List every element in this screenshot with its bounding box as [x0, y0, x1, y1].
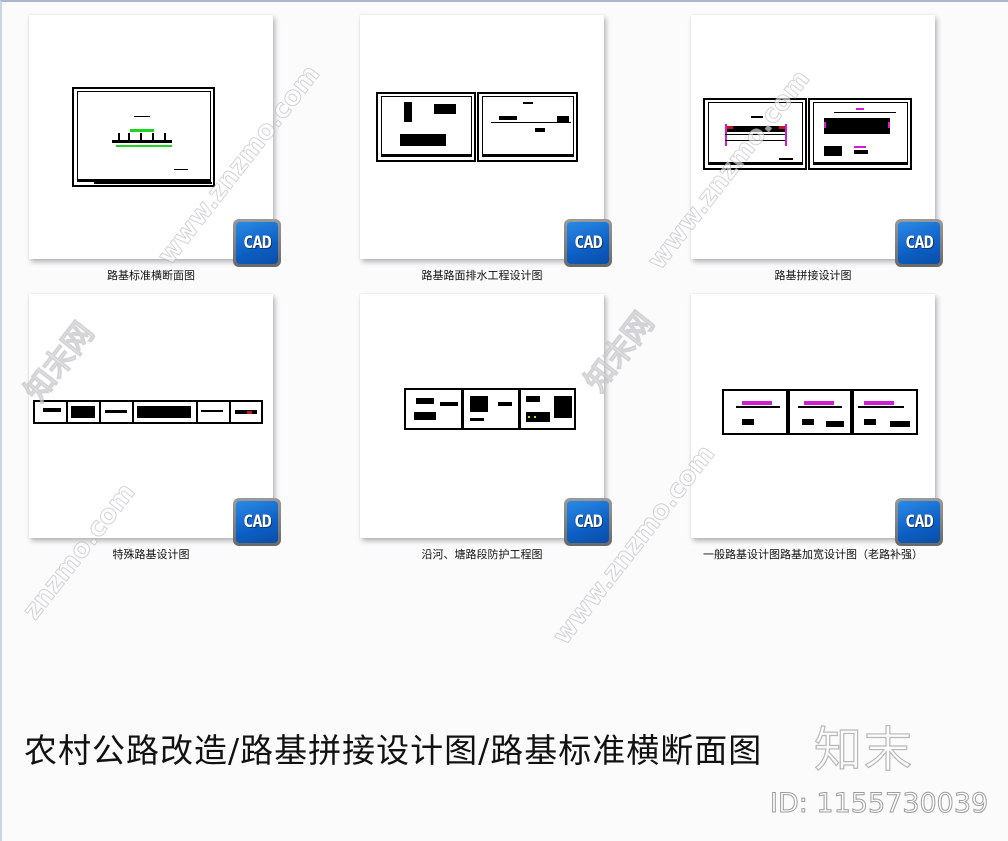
cad-preview-drawing [376, 92, 476, 162]
file-caption[interactable]: 沿河、塘路段防护工程图 [421, 548, 543, 561]
cad-file-type-icon: CAD [233, 219, 281, 267]
brand-logo-watermark: 知末 [813, 721, 915, 778]
file-tile[interactable]: CAD 路基路面排水工程设计图 [360, 15, 660, 285]
file-thumbnail[interactable] [691, 15, 935, 259]
cad-file-type-icon: CAD [564, 498, 612, 546]
file-thumbnail-grid: CAD 路基标准横断面图 CAD 路基路面排水工程设计图 [2, 2, 1008, 582]
cad-preview-drawing [703, 98, 807, 170]
page-title: 农村公路改造/路基拼接设计图/路基标准横断面图 [24, 731, 763, 770]
cad-preview-drawing [33, 400, 263, 424]
cad-file-type-icon: CAD [233, 498, 281, 546]
file-tile[interactable]: CAD 路基标准横断面图 [29, 15, 329, 285]
cad-file-type-icon: CAD [895, 219, 943, 267]
file-caption[interactable]: 路基拼接设计图 [774, 269, 852, 282]
cad-file-type-icon: CAD [564, 219, 612, 267]
cad-preview-drawing [722, 389, 918, 435]
cad-preview-drawing [404, 388, 576, 430]
file-tile[interactable]: CAD 路基拼接设计图 [691, 15, 991, 285]
file-caption[interactable]: 路基标准横断面图 [107, 269, 195, 282]
file-thumbnail[interactable] [360, 15, 604, 259]
file-thumbnail[interactable] [691, 294, 935, 538]
file-tile[interactable]: CAD 沿河、塘路段防护工程图 [360, 294, 660, 564]
file-thumbnail[interactable] [360, 294, 604, 538]
file-caption[interactable]: 路基路面排水工程设计图 [421, 269, 543, 282]
cad-preview-drawing [72, 87, 215, 187]
file-caption[interactable]: 一般路基设计图路基加宽设计图（老路补强） [703, 548, 923, 561]
file-thumbnail[interactable] [29, 294, 273, 538]
asset-id-watermark: ID: 1155730039 [769, 788, 989, 820]
file-tile[interactable]: CAD 特殊路基设计图 [29, 294, 329, 564]
cad-preview-drawing [477, 92, 578, 162]
cad-preview-drawing [808, 98, 912, 170]
cad-file-type-icon: CAD [895, 498, 943, 546]
file-caption[interactable]: 特殊路基设计图 [112, 548, 190, 561]
file-tile[interactable]: CAD 一般路基设计图路基加宽设计图（老路补强） [691, 294, 991, 564]
file-thumbnail[interactable] [29, 15, 273, 259]
